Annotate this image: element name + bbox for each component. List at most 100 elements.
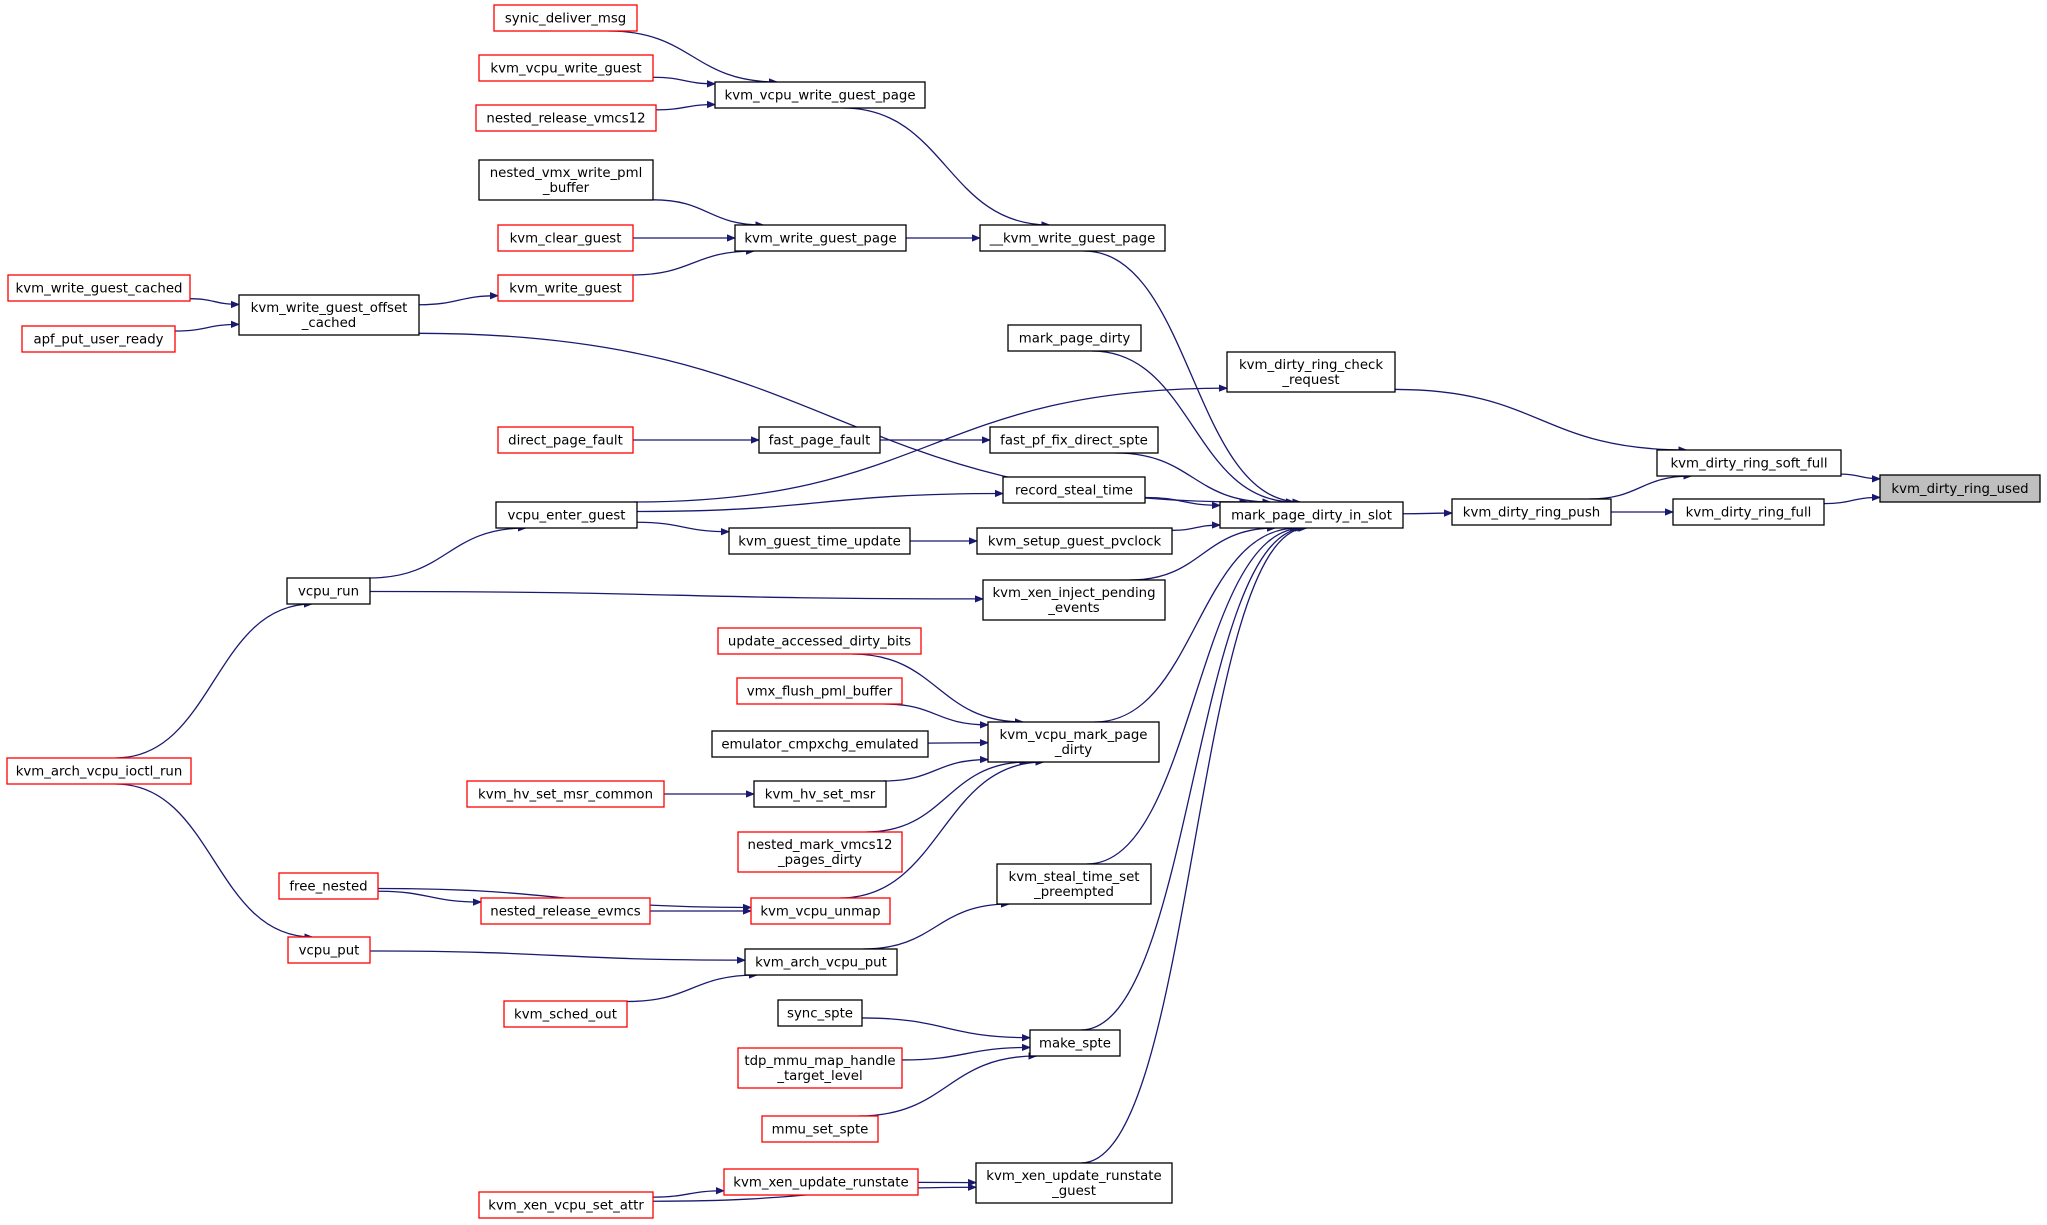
node-nvwpb[interactable]: nested_vmx_write_pml_buffer — [478, 159, 654, 201]
edge-line — [652, 1191, 724, 1198]
node-box — [737, 1047, 903, 1089]
node-kcg[interactable]: kvm_clear_guest — [497, 224, 634, 252]
node-label: _cached — [301, 316, 356, 331]
node-dpf[interactable]: direct_page_fault — [497, 426, 634, 454]
edge-line — [883, 760, 988, 782]
node-box — [758, 426, 881, 454]
edge-line — [377, 890, 481, 902]
node-kvu[interactable]: kvm_vcpu_unmap — [750, 897, 891, 925]
node-box — [21, 325, 176, 353]
node-nre[interactable]: nested_release_evmcs — [480, 897, 651, 925]
node-kavir[interactable]: kvm_arch_vcpu_ioctl_run — [6, 757, 192, 785]
node-kgtu[interactable]: kvm_guest_time_update — [728, 527, 911, 555]
node-box — [503, 1000, 628, 1028]
node-box — [1029, 1029, 1121, 1057]
node-push[interactable]: kvm_dirty_ring_push — [1451, 498, 1612, 526]
node-kvmpd[interactable]: kvm_vcpu_mark_page_dirty — [987, 721, 1160, 763]
node-label: kvm_dirty_ring_push — [1463, 506, 1600, 521]
node-fpfds[interactable]: fast_pf_fix_direct_spte — [989, 426, 1159, 454]
node-vcpu-put[interactable]: vcpu_put — [287, 936, 371, 964]
node-full[interactable]: kvm_dirty_ring_full — [1672, 498, 1825, 526]
node-box — [975, 1162, 1173, 1204]
edge-kvmpd-to-mpdis — [1094, 528, 1297, 723]
node-label: vcpu_put — [299, 944, 360, 959]
node-box — [497, 274, 634, 302]
node-label: kvm_write_guest_cached — [16, 282, 183, 297]
node-kstsp[interactable]: kvm_steal_time_set_preempted — [996, 863, 1152, 905]
node-used[interactable]: kvm_dirty_ring_used — [1879, 474, 2041, 503]
node-free-nested[interactable]: free_nested — [278, 872, 379, 900]
node-label: fast_page_fault — [769, 434, 871, 449]
edge-line — [174, 324, 239, 332]
node-kso[interactable]: kvm_sched_out — [503, 1000, 628, 1028]
node-label: kvm_dirty_ring_full — [1686, 506, 1812, 521]
node-box — [480, 897, 651, 925]
node-box — [478, 159, 654, 201]
node-check-req[interactable]: kvm_dirty_ring_check_request — [1226, 351, 1396, 393]
node-mspte[interactable]: make_spte — [1029, 1029, 1121, 1057]
edge-line — [369, 950, 745, 960]
node-kxurg[interactable]: kvm_xen_update_runstate_guest — [975, 1162, 1173, 1204]
node-box — [287, 936, 371, 964]
node-box — [1219, 501, 1404, 529]
node-box — [1879, 474, 2041, 503]
edge-line — [884, 703, 988, 725]
node-vcpu-run[interactable]: vcpu_run — [286, 577, 371, 605]
node-label: kvm_vcpu_write_guest_page — [725, 89, 916, 104]
edge-line — [1081, 528, 1307, 1164]
node-mpd[interactable]: mark_page_dirty — [1007, 324, 1142, 352]
node-kwgp-u[interactable]: __kvm_write_guest_page — [979, 224, 1166, 252]
edge-line — [861, 1017, 1030, 1038]
node-label: _request — [1281, 373, 1339, 388]
edge-line — [115, 604, 312, 759]
node-box — [238, 294, 420, 336]
node-kxvsa[interactable]: kvm_xen_vcpu_set_attr — [478, 1191, 654, 1219]
node-label: vcpu_run — [298, 585, 359, 600]
node-kxur[interactable]: kvm_xen_update_runstate — [723, 1168, 919, 1196]
node-mmu-set[interactable]: mmu_set_spte — [761, 1115, 879, 1143]
node-sync-spte[interactable]: sync_spte — [777, 999, 863, 1027]
node-label: synic_deliver_msg — [505, 12, 626, 27]
node-ksgp[interactable]: kvm_setup_guest_pvclock — [976, 527, 1173, 555]
node-soft-full[interactable]: kvm_dirty_ring_soft_full — [1656, 449, 1842, 477]
edge-kvwgp-to-kwgp_u — [842, 107, 1050, 225]
node-khsm[interactable]: kvm_hv_set_msr — [753, 780, 887, 808]
node-mpdis[interactable]: mark_page_dirty_in_slot — [1219, 501, 1404, 529]
edge-vcpu_enter-to-rst — [636, 493, 1003, 513]
node-khsmc[interactable]: kvm_hv_set_msr_common — [466, 780, 665, 808]
node-vcpu-enter[interactable]: vcpu_enter_guest — [495, 501, 638, 529]
node-kavp[interactable]: kvm_arch_vcpu_put — [744, 948, 898, 976]
node-box — [278, 872, 379, 900]
edge-nvwpb-to-kwgp — [652, 199, 763, 225]
node-label: tdp_mmu_map_handle — [744, 1054, 895, 1069]
node-uadb[interactable]: update_accessed_dirty_bits — [717, 627, 922, 655]
node-rst[interactable]: record_steal_time — [1002, 476, 1146, 504]
node-apf[interactable]: apf_put_user_ready — [21, 325, 176, 353]
edge-line — [1144, 496, 1220, 505]
node-tdp[interactable]: tdp_mmu_map_handle_target_level — [737, 1047, 903, 1089]
edge-vcpu_enter-to-kgtu — [636, 521, 729, 531]
node-kwgoc[interactable]: kvm_write_guest_offset_cached — [238, 294, 420, 336]
edge-kxurg-to-mpdis — [1081, 528, 1307, 1164]
edge-line — [842, 107, 1050, 225]
node-kwgc[interactable]: kvm_write_guest_cached — [7, 274, 191, 302]
node-kvwgp[interactable]: kvm_vcpu_write_guest_page — [714, 81, 926, 109]
node-label: kvm_vcpu_unmap — [760, 905, 880, 920]
node-nmvpd[interactable]: nested_mark_vmcs12_pages_dirty — [737, 831, 903, 873]
node-vfpb[interactable]: vmx_flush_pml_buffer — [736, 677, 903, 705]
edge-line — [1091, 350, 1294, 502]
node-box — [723, 1168, 919, 1196]
edge-rst-to-mpdis — [1144, 496, 1220, 505]
node-box — [286, 577, 371, 605]
node-kvwg[interactable]: kvm_vcpu_write_guest — [478, 54, 654, 82]
node-kxipe[interactable]: kvm_xen_inject_pending_events — [982, 579, 1166, 621]
node-kwg[interactable]: kvm_write_guest — [497, 274, 634, 302]
node-box — [728, 527, 911, 555]
node-ece[interactable]: emulator_cmpxchg_emulated — [711, 730, 929, 758]
node-label: kvm_xen_inject_pending — [992, 586, 1155, 601]
node-fpf[interactable]: fast_page_fault — [758, 426, 881, 454]
node-synic[interactable]: synic_deliver_msg — [493, 4, 638, 32]
node-kwgp[interactable]: kvm_write_guest_page — [734, 224, 907, 252]
node-label: _dirty — [1054, 743, 1092, 758]
node-nrv12[interactable]: nested_release_vmcs12 — [475, 104, 657, 132]
